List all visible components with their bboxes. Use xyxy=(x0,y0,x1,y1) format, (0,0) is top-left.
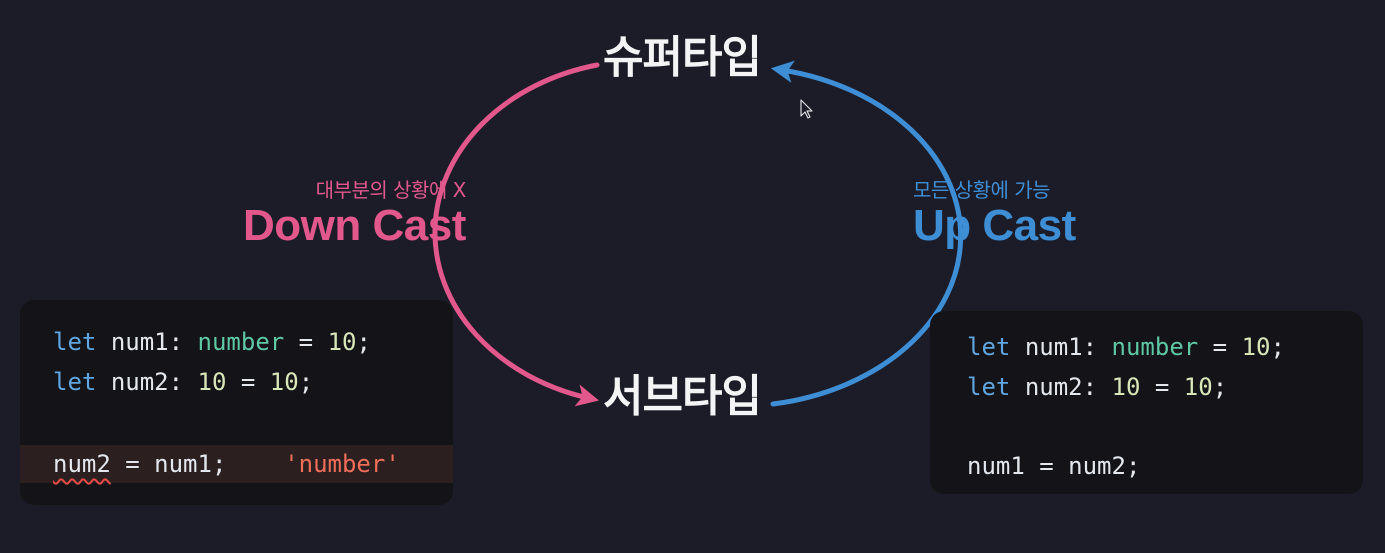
up-cast-code-panel: let num1: number = 10; let num2: 10 = 10… xyxy=(930,311,1363,494)
code-line: let num2: 10 = 10; xyxy=(53,368,314,396)
down-cast-caption: 대부분의 상황에 X Down Cast xyxy=(243,178,466,250)
inferred-type-hint: 'number' xyxy=(284,450,400,478)
supertype-label: 슈퍼타입 xyxy=(603,32,762,83)
up-cast-title: Up Cast xyxy=(913,201,1076,250)
down-cast-code-panel: let num1: number = 10; let num2: 10 = 10… xyxy=(20,300,453,505)
type-error-token: num2 xyxy=(53,450,111,478)
down-cast-note: 대부분의 상황에 X xyxy=(315,178,467,202)
subtype-label: 서브타입 xyxy=(603,371,762,422)
up-cast-arrow xyxy=(770,60,964,407)
up-cast-note: 모든 상황에 가능 xyxy=(913,178,1051,202)
up-cast-caption: 모든 상황에 가능 Up Cast xyxy=(913,178,1076,250)
code-line: let num1: number = 10; xyxy=(967,333,1285,361)
error-code-line: num2 = num1; 'number' xyxy=(20,445,453,483)
mouse-cursor-icon xyxy=(800,99,813,119)
code-line: let num2: 10 = 10; xyxy=(967,373,1228,401)
code-line: num1 = num2; xyxy=(967,452,1141,480)
code-line: let num1: number = 10; xyxy=(53,328,371,356)
down-cast-title: Down Cast xyxy=(243,201,466,250)
down-cast-arrow xyxy=(432,62,600,407)
